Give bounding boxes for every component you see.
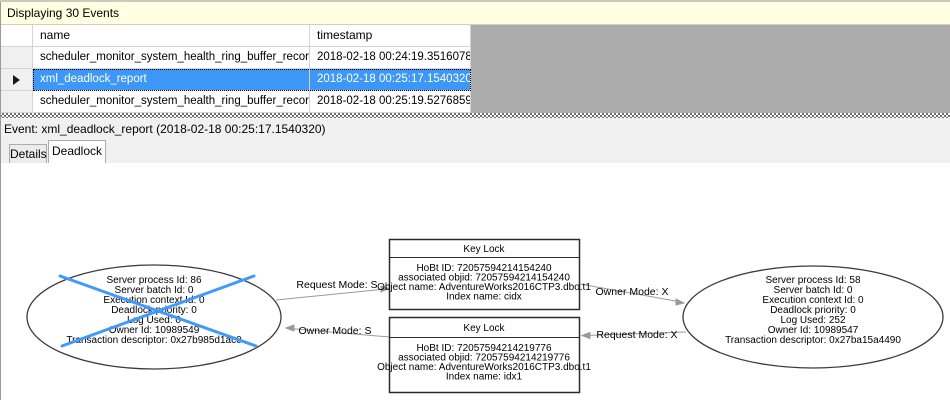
edge-owner-s-arrowhead-icon [284,324,295,332]
graph-edges [275,283,687,340]
process-text: Owner Id: 10989547 [768,325,859,336]
process-text: Log Used: 0 [127,315,181,326]
edge-request-s-line [275,288,387,301]
resource-text: Index name: idx1 [446,372,523,383]
cell-name[interactable]: scheduler_monitor_system_health_ring_buf… [33,47,310,69]
edge-owner-s-line [289,328,391,338]
resource-text: Index name: cidx [446,292,522,303]
edge-request-x-line [584,331,687,336]
table-row[interactable]: scheduler_monitor_system_health_ring_buf… [0,91,471,113]
events-grid: name timestamp scheduler_monitor_system_… [0,25,471,113]
resource-node-keylock-bottom[interactable]: Key Lock HoBt ID: 72057594214219776 asso… [377,316,591,394]
process-text: Server batch Id: 0 [115,285,194,296]
process-text: Execution context Id: 0 [103,295,205,306]
table-row[interactable]: scheduler_monitor_system_health_ring_buf… [0,47,471,69]
event-detail-label: Event: xml_deadlock_report (2018-02-18 0… [4,122,326,136]
cell-name[interactable]: scheduler_monitor_system_health_ring_buf… [33,91,310,113]
table-row-selected[interactable]: xml_deadlock_report 2018-02-18 00:25:17.… [0,69,471,91]
cell-timestamp[interactable]: 2018-02-18 00:24:19.3516078 [310,47,471,69]
resource-node-keylock-top[interactable]: Key Lock HoBt ID: 72057594214154240 asso… [377,238,591,311]
resource-text: HoBt ID: 72057594214154240 [416,263,552,274]
tab-deadlock[interactable]: Deadlock [48,140,106,163]
grid-header-row: name timestamp [0,25,471,47]
deadlock-graph: Request Mode: S Owner Mode: S Owner Mode… [26,238,944,394]
victim-x-icon [58,274,258,348]
selected-row-focus-rect[interactable]: xml_deadlock_report 2018-02-18 00:25:17.… [33,69,471,91]
grid-header-gutter [0,25,33,47]
edge-request-x-arrowhead-icon [580,331,591,340]
resource-title: Key Lock [463,244,505,255]
process-node-victim[interactable]: Server process Id: 86 Server batch Id: 0… [26,264,282,370]
resource-text: HoBt ID: 72057594214219776 [416,343,552,354]
tab-details[interactable]: Details [9,144,47,163]
grid-empty-area [470,25,950,113]
events-count-label: Displaying 30 Events [7,6,120,20]
resource-text: associated objid: 72057594214154240 [398,273,570,284]
column-header-name[interactable]: name [33,25,310,47]
process-text: Deadlock priority: 0 [770,305,856,316]
column-header-timestamp[interactable]: timestamp [310,25,471,47]
process-text: Server batch Id: 0 [774,285,853,296]
window-left-border [0,2,1,400]
event-detail-header: Event: xml_deadlock_report (2018-02-18 0… [0,118,950,140]
process-text: Execution context Id: 0 [762,295,864,306]
edge-owner-x-arrowhead-icon [675,298,686,306]
deadlock-graph-pane: Request Mode: S Owner Mode: S Owner Mode… [0,163,950,400]
grid-splitter-handle[interactable] [0,113,950,118]
process-text: Log Used: 252 [780,315,845,326]
row-gutter[interactable] [0,47,33,69]
window-top-edge [0,0,950,2]
process-node[interactable]: Server process Id: 58 Server batch Id: 0… [682,265,944,369]
edge-owner-x-line [579,283,682,303]
process-text: Transaction descriptor: 0x27b985d1ac0 [66,335,242,346]
edge-label-owner-x: Owner Mode: X [596,286,669,298]
resource-text: Object name: AdventureWorks2016CTP3.dbo.… [377,362,591,373]
resource-text: Object name: AdventureWorks2016CTP3.dbo.… [377,282,591,293]
current-row-arrow-icon [12,74,20,85]
process-text: Owner Id: 10989549 [109,325,200,336]
edge-label-request-s: Request Mode: S [296,279,377,291]
row-gutter[interactable] [0,69,33,91]
edge-label-owner-s: Owner Mode: S [299,325,372,337]
cell-name[interactable]: xml_deadlock_report [33,69,310,91]
cell-timestamp[interactable]: 2018-02-18 00:25:17.1540320 [310,69,471,91]
edge-label-request-x: Request Mode: X [596,329,677,341]
events-count-bar: Displaying 30 Events [0,2,950,25]
cell-timestamp[interactable]: 2018-02-18 00:25:19.5276859 [310,91,471,113]
process-text: Server process Id: 58 [765,275,860,286]
resource-text: associated objid: 72057594214219776 [398,353,570,364]
resource-title: Key Lock [463,323,505,334]
process-text: Transaction descriptor: 0x27ba15a4490 [725,335,901,346]
row-gutter[interactable] [0,91,33,113]
detail-tabstrip: Details Deadlock [0,140,950,163]
process-text: Server process Id: 86 [106,275,201,286]
edge-request-s-arrowhead-icon [380,285,391,293]
